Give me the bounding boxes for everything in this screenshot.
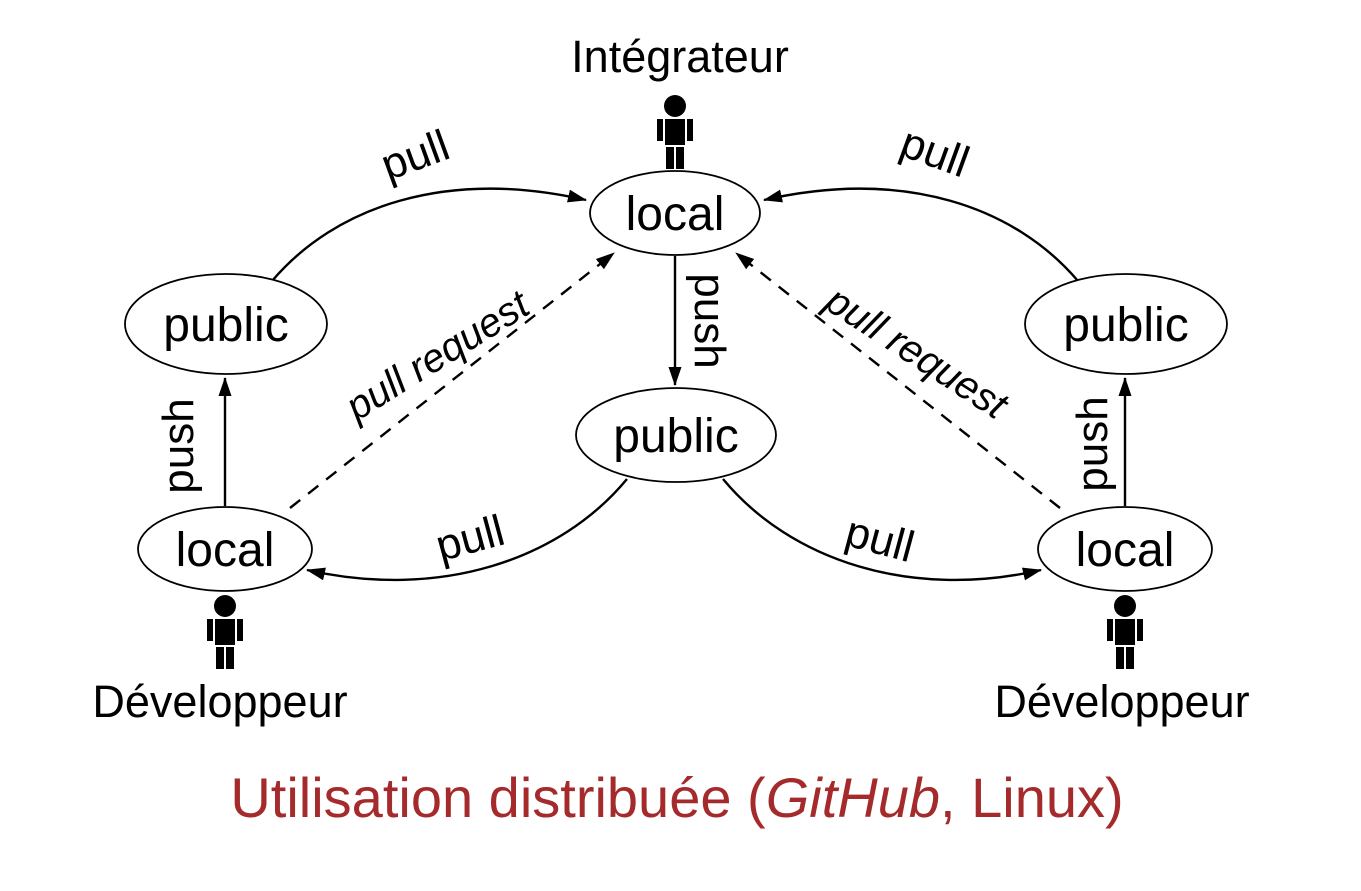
node-label-right-public: public xyxy=(1063,299,1188,352)
edge-pull-bottom-right xyxy=(722,478,1042,582)
node-label-left-public: public xyxy=(163,299,288,352)
caption-github-italic: GitHub xyxy=(766,766,940,829)
edge-label-pull-bottom-left: pull xyxy=(431,506,510,571)
node-label-integrator-local: local xyxy=(626,188,725,241)
edge-label-pull-top-right: pull xyxy=(894,118,975,187)
developer-right-person-icon xyxy=(1107,595,1143,669)
edge-label-push-center: push xyxy=(685,273,734,368)
edge-pull-request-left xyxy=(289,252,615,509)
edge-pull-top-left xyxy=(271,187,587,282)
edge-label-push-left: push xyxy=(154,398,203,493)
node-label-right-local: local xyxy=(1076,524,1175,577)
edge-label-push-right: push xyxy=(1068,396,1117,491)
node-label-left-local: local xyxy=(176,524,275,577)
actor-label-developer-right: Développeur xyxy=(994,676,1249,727)
node-center-public xyxy=(575,387,777,483)
caption-part1: Utilisation distribuée ( xyxy=(230,766,766,829)
edge-pull-bottom-left xyxy=(306,478,628,582)
actor-label-integrator: Intégrateur xyxy=(571,31,789,82)
integrator-person-icon xyxy=(657,95,693,169)
edge-pull-top-right xyxy=(763,187,1079,282)
developer-left-person-icon xyxy=(207,595,243,669)
node-integrator-local xyxy=(589,170,761,256)
edge-label-pull-request-left: pull request xyxy=(337,281,538,429)
edge-pull-request-right xyxy=(735,252,1061,509)
node-right-public xyxy=(1024,273,1228,375)
node-left-local xyxy=(137,506,313,592)
edge-label-pull-request-right: pull request xyxy=(817,278,1017,429)
edge-label-pull-top-left: pull xyxy=(375,121,456,190)
actor-label-developer-left: Développeur xyxy=(92,676,347,727)
edge-label-pull-bottom-right: pull xyxy=(840,507,919,572)
diagram-caption: Utilisation distribuée (GitHub, Linux) xyxy=(230,766,1123,829)
node-label-center-public: public xyxy=(613,410,738,463)
node-right-local xyxy=(1037,506,1213,592)
node-left-public xyxy=(124,273,328,375)
caption-part2: , Linux) xyxy=(940,766,1124,829)
